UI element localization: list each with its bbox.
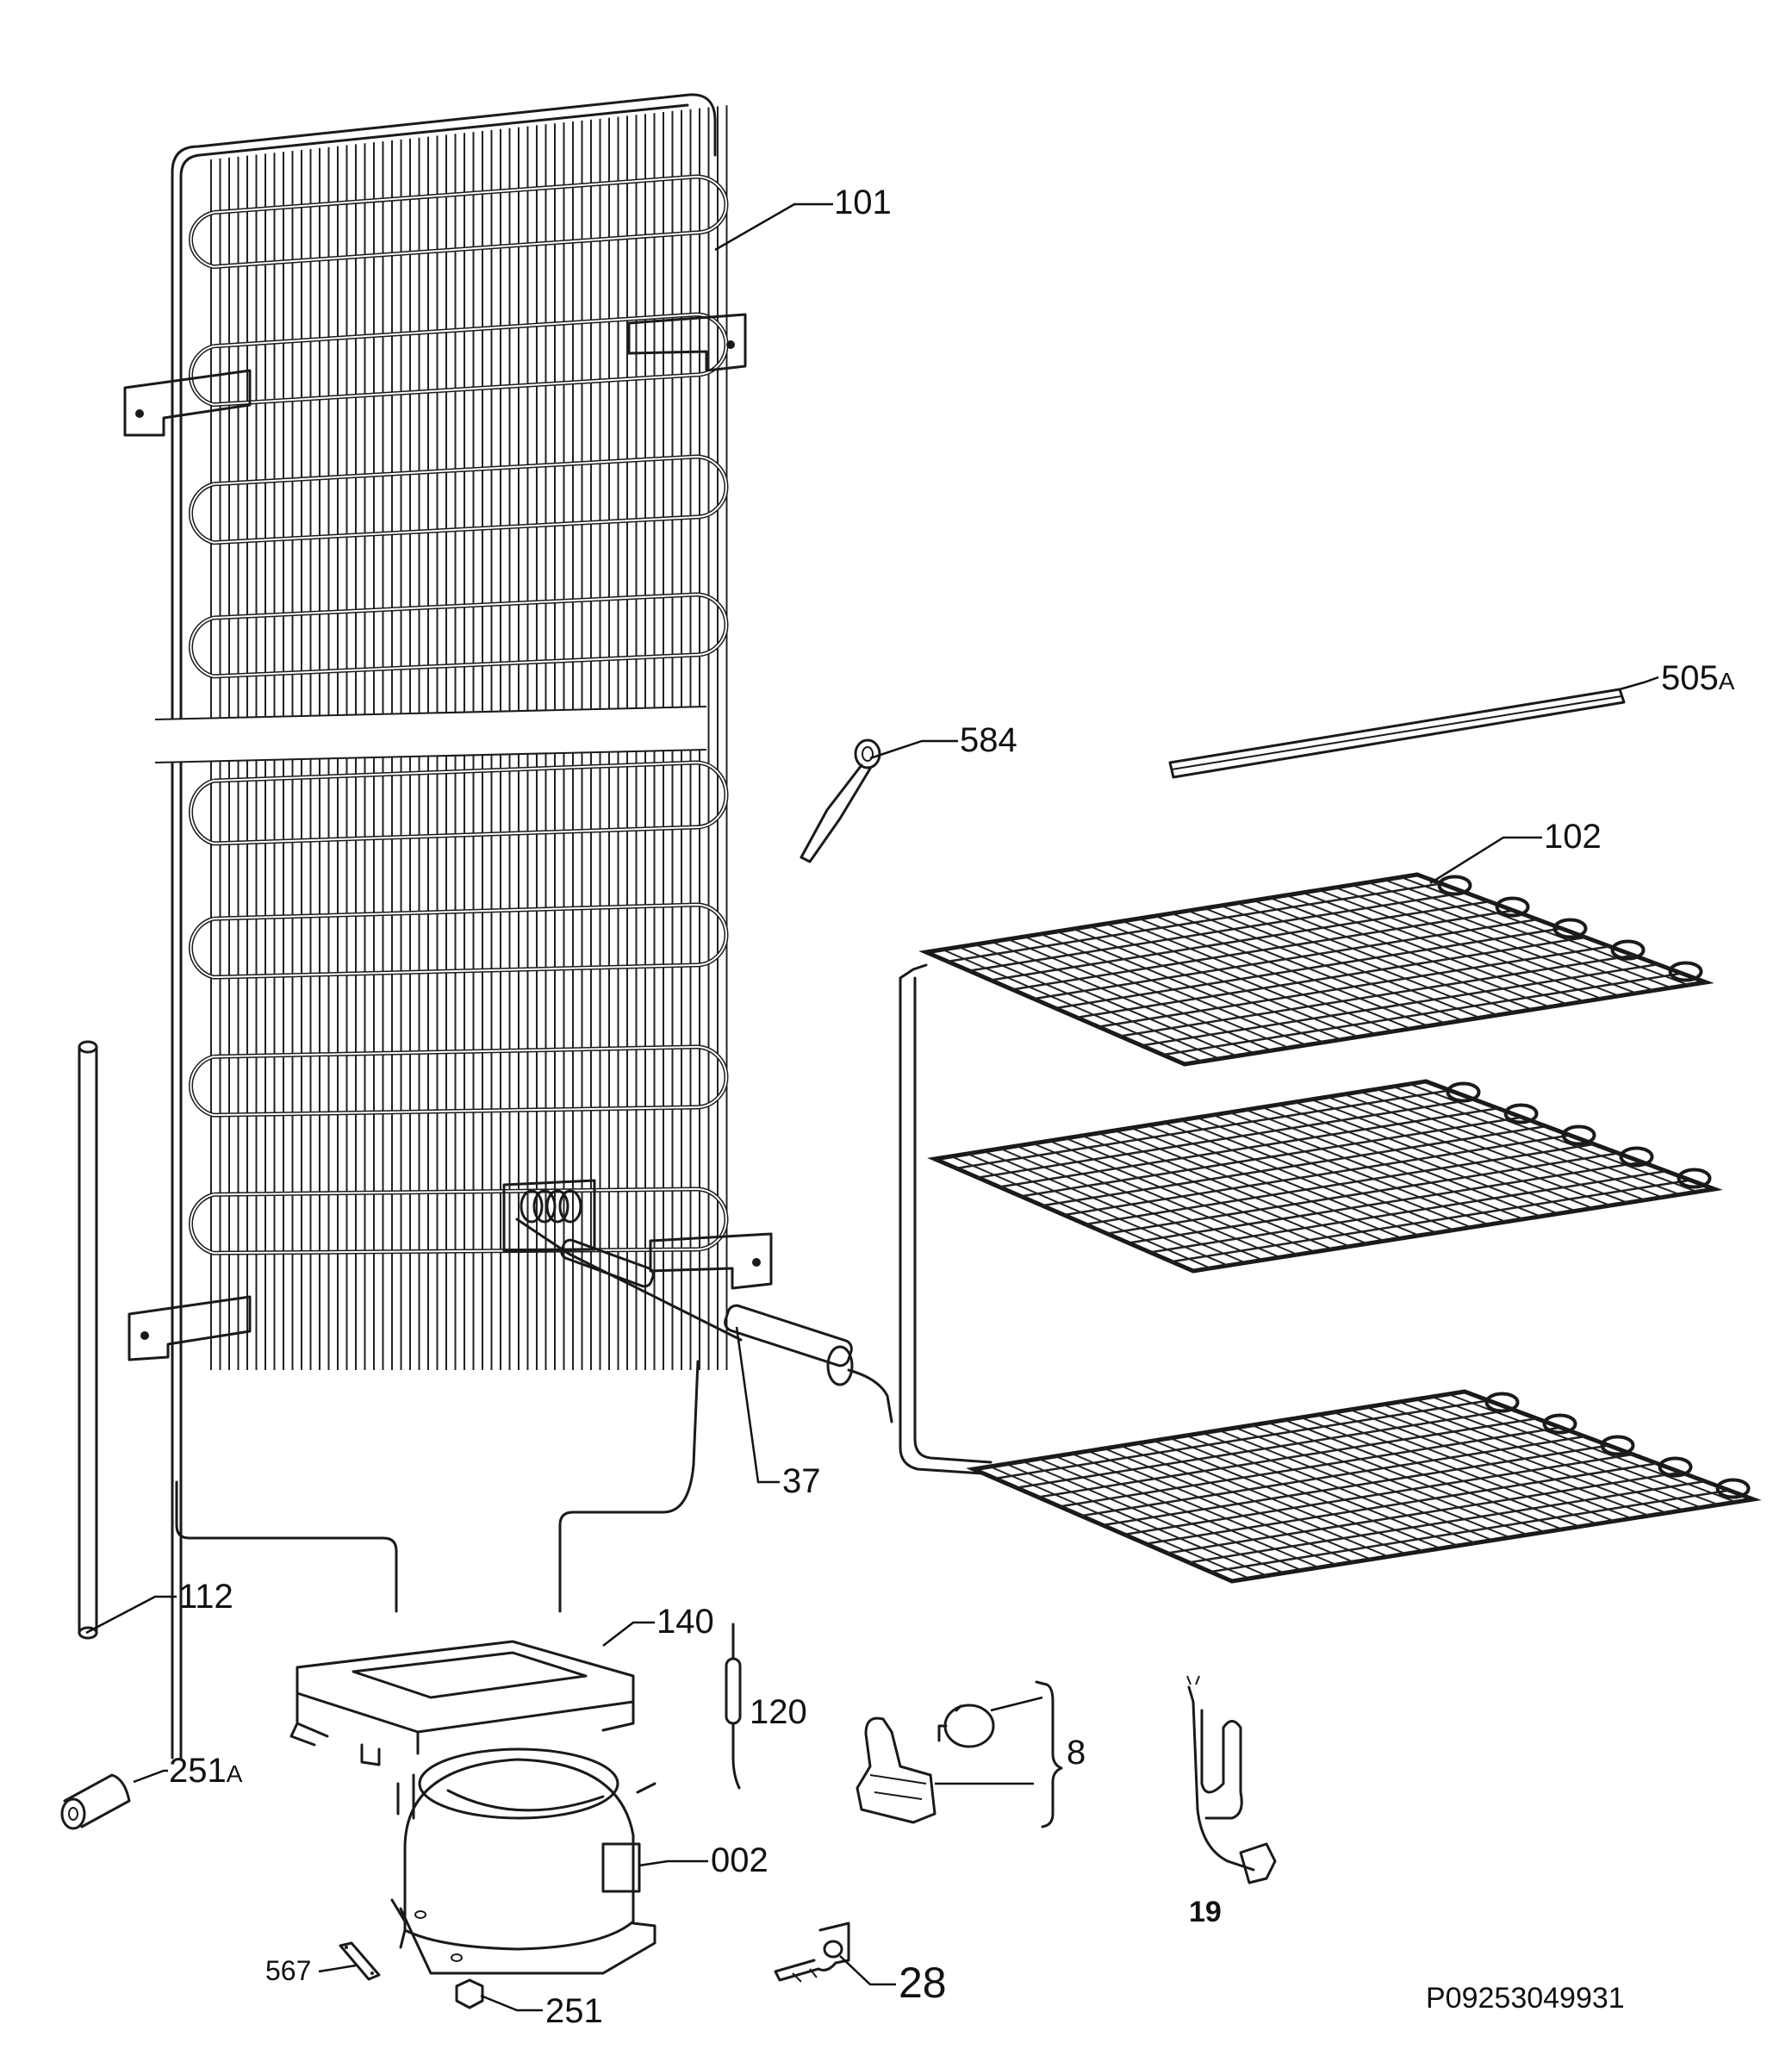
part-labels: 101 505A 584 102 37 112 140 120 8 251A 0… [169, 184, 1735, 2030]
shelf-loop-end [1561, 1124, 1596, 1146]
shelf-crossbar [1141, 962, 1658, 1047]
label-251: 251 [545, 1992, 603, 2030]
label-251a-suffix: A [227, 1760, 243, 1787]
shelf-crossbar [1098, 945, 1610, 1028]
shelf-crossbar [1037, 1417, 1537, 1498]
label-37: 37 [782, 1462, 821, 1500]
shelf-loop-end [1658, 1456, 1693, 1478]
condenser-loop-highlight [190, 175, 727, 268]
shelf-crossbar [1162, 972, 1683, 1056]
shelf-crossbar [1128, 1161, 1643, 1244]
label-140: 140 [656, 1603, 714, 1641]
shelf-crossbar [1063, 1134, 1571, 1217]
evaporator-shelves-drawing [899, 872, 1762, 1584]
label-505a-number: 505 [1661, 659, 1719, 697]
shelf-loop-end [1715, 1478, 1751, 1499]
condenser-loop-highlight [190, 761, 727, 844]
shelf-crossbar [1102, 1444, 1609, 1527]
compressor-drawing [390, 1747, 656, 1975]
shelf-crossbar [1210, 1489, 1730, 1573]
shelf-loop-end [1437, 875, 1472, 896]
shelf-loop-end [1677, 1168, 1712, 1189]
shelf-crossbar [1123, 1453, 1633, 1536]
label-505a: 505A [1661, 659, 1735, 697]
shelf-crossbar [990, 900, 1490, 981]
shelf-crossbar [1085, 1143, 1595, 1226]
label-102: 102 [1544, 818, 1602, 856]
shelf-loop-end [1503, 1103, 1539, 1124]
shelf-crossbar [1106, 1152, 1619, 1235]
tube-112-drawing [78, 1040, 98, 1640]
label-120: 120 [750, 1693, 807, 1731]
condenser-loop-highlight [190, 593, 727, 677]
compressor-tray-drawing [289, 1640, 635, 1766]
drawing-code: P09253049931 [1426, 1982, 1625, 2015]
grommet-251a-drawing [60, 1773, 131, 1830]
shelf-crossbar [1188, 1479, 1706, 1564]
capillary-120-drawing [725, 1623, 742, 1790]
strip-505a-drawing [1168, 688, 1626, 779]
shelf-crossbar [1080, 1435, 1585, 1517]
label-19: 19 [1189, 1896, 1222, 1928]
shelf-loop-end [1619, 1146, 1654, 1168]
condenser-loop-highlight [190, 903, 727, 979]
power-cord-19-drawing [1186, 1675, 1277, 1884]
condenser-loop-highlight [190, 455, 727, 544]
shelf-crossbar [1016, 1408, 1514, 1489]
shelf-crossbar [1020, 1116, 1522, 1198]
label-251a: 251A [169, 1752, 243, 1790]
shelf-crossbar [1145, 1462, 1658, 1545]
evaporator-shelf [966, 1389, 1762, 1584]
clip-584-drawing [800, 738, 881, 863]
shelf-loop-end [1484, 1392, 1520, 1413]
shelf-crossbar [955, 1089, 1451, 1170]
shelf-loop-end [1446, 1081, 1481, 1103]
shelf-loop-end [1542, 1413, 1577, 1435]
condenser-loop-highlight [190, 313, 727, 406]
label-112: 112 [178, 1578, 233, 1616]
condenser-loop-highlight [190, 1045, 727, 1117]
label-251a-number: 251 [169, 1752, 227, 1790]
shelf-crossbar [1149, 1169, 1667, 1254]
filter-drier-drawing [515, 1218, 893, 1423]
shelf-crossbar [1167, 1471, 1682, 1554]
shelf-loop-end [1610, 939, 1646, 961]
evaporator-shelf [927, 1079, 1723, 1274]
shelf-crossbar [1171, 1179, 1691, 1263]
label-584: 584 [960, 721, 1017, 759]
clamp-28-drawing [774, 1922, 850, 1983]
shelf-crossbar [947, 882, 1442, 963]
shelf-crossbar [1119, 954, 1634, 1037]
shelf-crossbar [994, 1399, 1490, 1480]
shelf-crossbar [1033, 918, 1538, 1000]
nut-251-drawing [455, 1978, 484, 2009]
shelf-crossbar [1055, 927, 1562, 1010]
relay-group-8-drawing [856, 1680, 1063, 1828]
evaporator-shelf [918, 872, 1714, 1067]
label-28: 28 [899, 1959, 947, 2007]
label-505a-suffix: A [1719, 668, 1735, 695]
shelf-crossbar [968, 891, 1466, 972]
bracket-plate-567-drawing [339, 1941, 381, 1981]
label-8: 8 [1067, 1734, 1086, 1772]
shelf-crossbar [1076, 936, 1586, 1019]
shelf-crossbar [1042, 1124, 1546, 1207]
condenser-loop-highlight [190, 1187, 727, 1255]
shelf-crossbar [1011, 909, 1514, 991]
shelf-loop-end [1668, 961, 1703, 982]
shelf-crossbar [999, 1107, 1498, 1188]
shelf-crossbar [1059, 1426, 1561, 1508]
label-101: 101 [834, 184, 892, 221]
label-002: 002 [711, 1841, 768, 1879]
label-567: 567 [265, 1955, 311, 1986]
shelf-loop-end [1552, 918, 1588, 939]
shelf-crossbar [977, 1098, 1475, 1179]
shelf-loop-end [1600, 1435, 1635, 1456]
shelf-loop-end [1495, 896, 1530, 918]
leader-lines [85, 202, 1659, 2012]
condenser-drawing [123, 93, 773, 1760]
